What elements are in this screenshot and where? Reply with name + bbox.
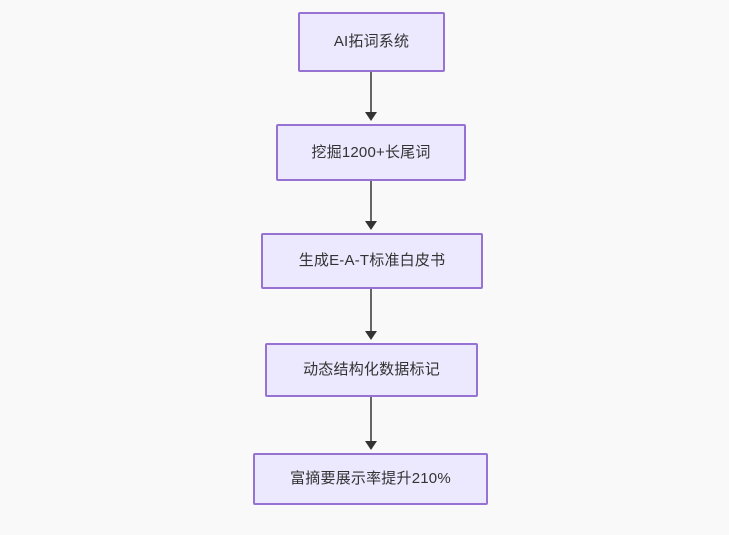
flow-node-longtail-keywords[interactable]: 挖掘1200+长尾词	[276, 124, 466, 181]
edge-node2-node3-arrowhead	[365, 221, 377, 230]
flow-node-ai-keyword-system[interactable]: AI拓词系统	[298, 12, 445, 72]
edge-node3-node4-arrowhead	[365, 331, 377, 340]
edge-node4-node5	[370, 397, 372, 444]
flow-node-label: 挖掘1200+长尾词	[311, 143, 431, 161]
flow-node-label: 动态结构化数据标记	[303, 361, 440, 378]
flow-node-structured-data-markup[interactable]: 动态结构化数据标记	[265, 343, 478, 397]
flow-node-eat-whitepaper[interactable]: 生成E-A-T标准白皮书	[261, 233, 483, 289]
flow-node-rich-snippet-result[interactable]: 富摘要展示率提升210%	[253, 453, 488, 505]
flow-node-label: 生成E-A-T标准白皮书	[298, 252, 446, 269]
edge-node3-node4	[370, 289, 372, 334]
edge-node2-node3	[370, 181, 372, 224]
edge-node1-node2-arrowhead	[365, 112, 377, 121]
edge-node1-node2	[370, 72, 372, 115]
flow-node-label: 富摘要展示率提升210%	[290, 470, 451, 487]
flow-node-label: AI拓词系统	[333, 33, 410, 50]
edge-node4-node5-arrowhead	[365, 441, 377, 450]
